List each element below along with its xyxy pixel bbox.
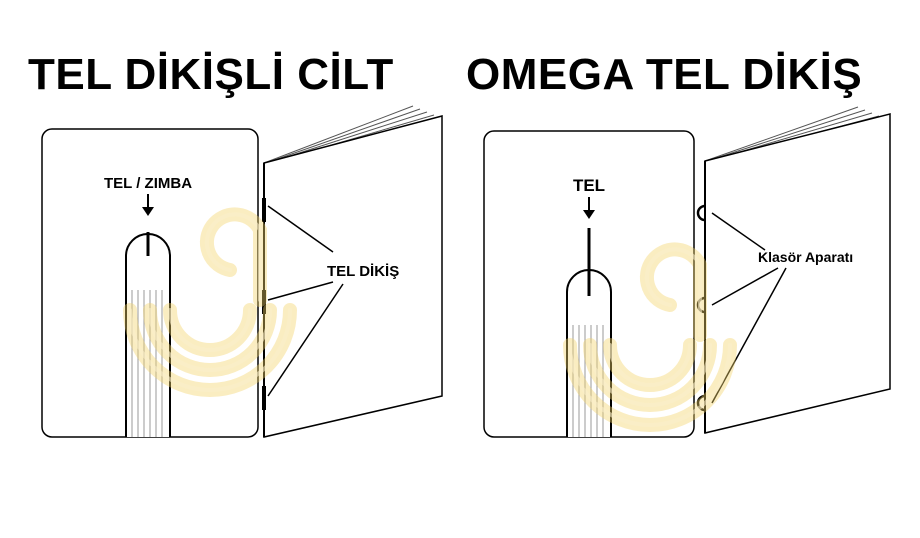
left-spine	[125, 232, 171, 437]
wire-arrow-icon	[583, 197, 595, 219]
binder-pointer-lines	[711, 212, 787, 404]
right-open-book	[696, 106, 891, 434]
stitch-label: TEL DİKİŞ	[327, 263, 399, 280]
omega-loop-top	[696, 204, 706, 222]
logo-watermark-icon	[123, 207, 737, 432]
title-omega-wire-stitch: OMEGA TEL DİKİŞ	[466, 50, 863, 99]
wire-label: TEL	[573, 176, 605, 195]
title-wire-stitched-binding: TEL DİKİŞLİ CİLT	[28, 50, 394, 99]
binder-label: Klasör Aparatı	[758, 249, 853, 265]
stitch-pointer-lines	[267, 205, 344, 397]
staple-arrow-icon	[142, 194, 154, 216]
left-panel: TEL / ZIMBA TEL DİKİŞ	[41, 105, 443, 438]
omega-loop-bottom	[696, 394, 706, 412]
staple-label: TEL / ZIMBA	[104, 175, 192, 192]
left-open-book	[262, 105, 443, 438]
